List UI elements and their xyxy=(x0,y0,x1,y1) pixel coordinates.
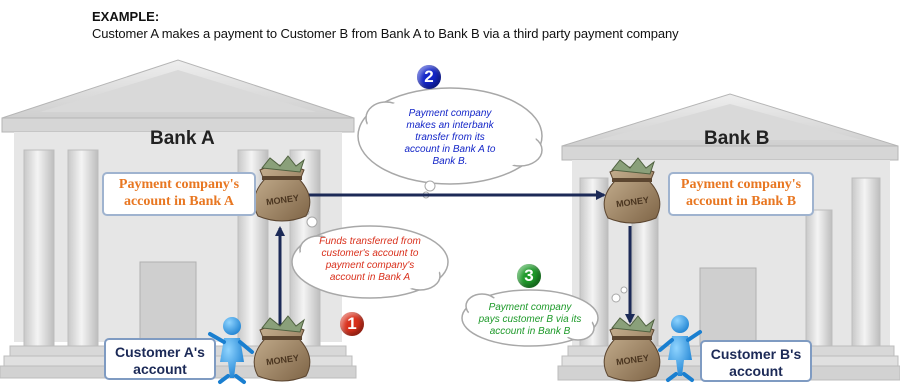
step-2-text: Payment company makes an interbank trans… xyxy=(404,108,496,167)
money-sack-customer-b xyxy=(603,315,661,382)
money-sack-company-a xyxy=(253,155,311,222)
thought-cloud-step-2 xyxy=(357,87,543,199)
step-3-badge: 3 xyxy=(517,264,541,288)
company-account-bank-b: Payment company's account in Bank B xyxy=(668,172,814,216)
thought-cloud-step-1 xyxy=(291,208,449,299)
step-1-badge: 1 xyxy=(340,312,364,336)
example-heading: EXAMPLE: xyxy=(92,9,160,24)
bank-b-title: Bank B xyxy=(704,128,770,149)
bank-a-title: Bank A xyxy=(150,128,215,149)
step-2-badge: 2 xyxy=(417,65,441,89)
step-1-text: Funds transferred from customer's accoun… xyxy=(319,236,421,283)
customer-b-account: Customer B's account xyxy=(700,340,812,382)
thought-cloud-step-3 xyxy=(461,286,628,347)
customer-a-figure xyxy=(208,317,254,384)
money-sack-customer-a xyxy=(253,315,311,382)
money-sack-company-b xyxy=(603,157,661,224)
step-3-text: Payment company pays customer B via its … xyxy=(478,302,582,337)
company-account-bank-a: Payment company's account in Bank A xyxy=(102,172,256,216)
example-description: Customer A makes a payment to Customer B… xyxy=(92,26,679,41)
customer-a-account: Customer A's account xyxy=(104,338,216,380)
customer-b-figure xyxy=(658,315,702,382)
